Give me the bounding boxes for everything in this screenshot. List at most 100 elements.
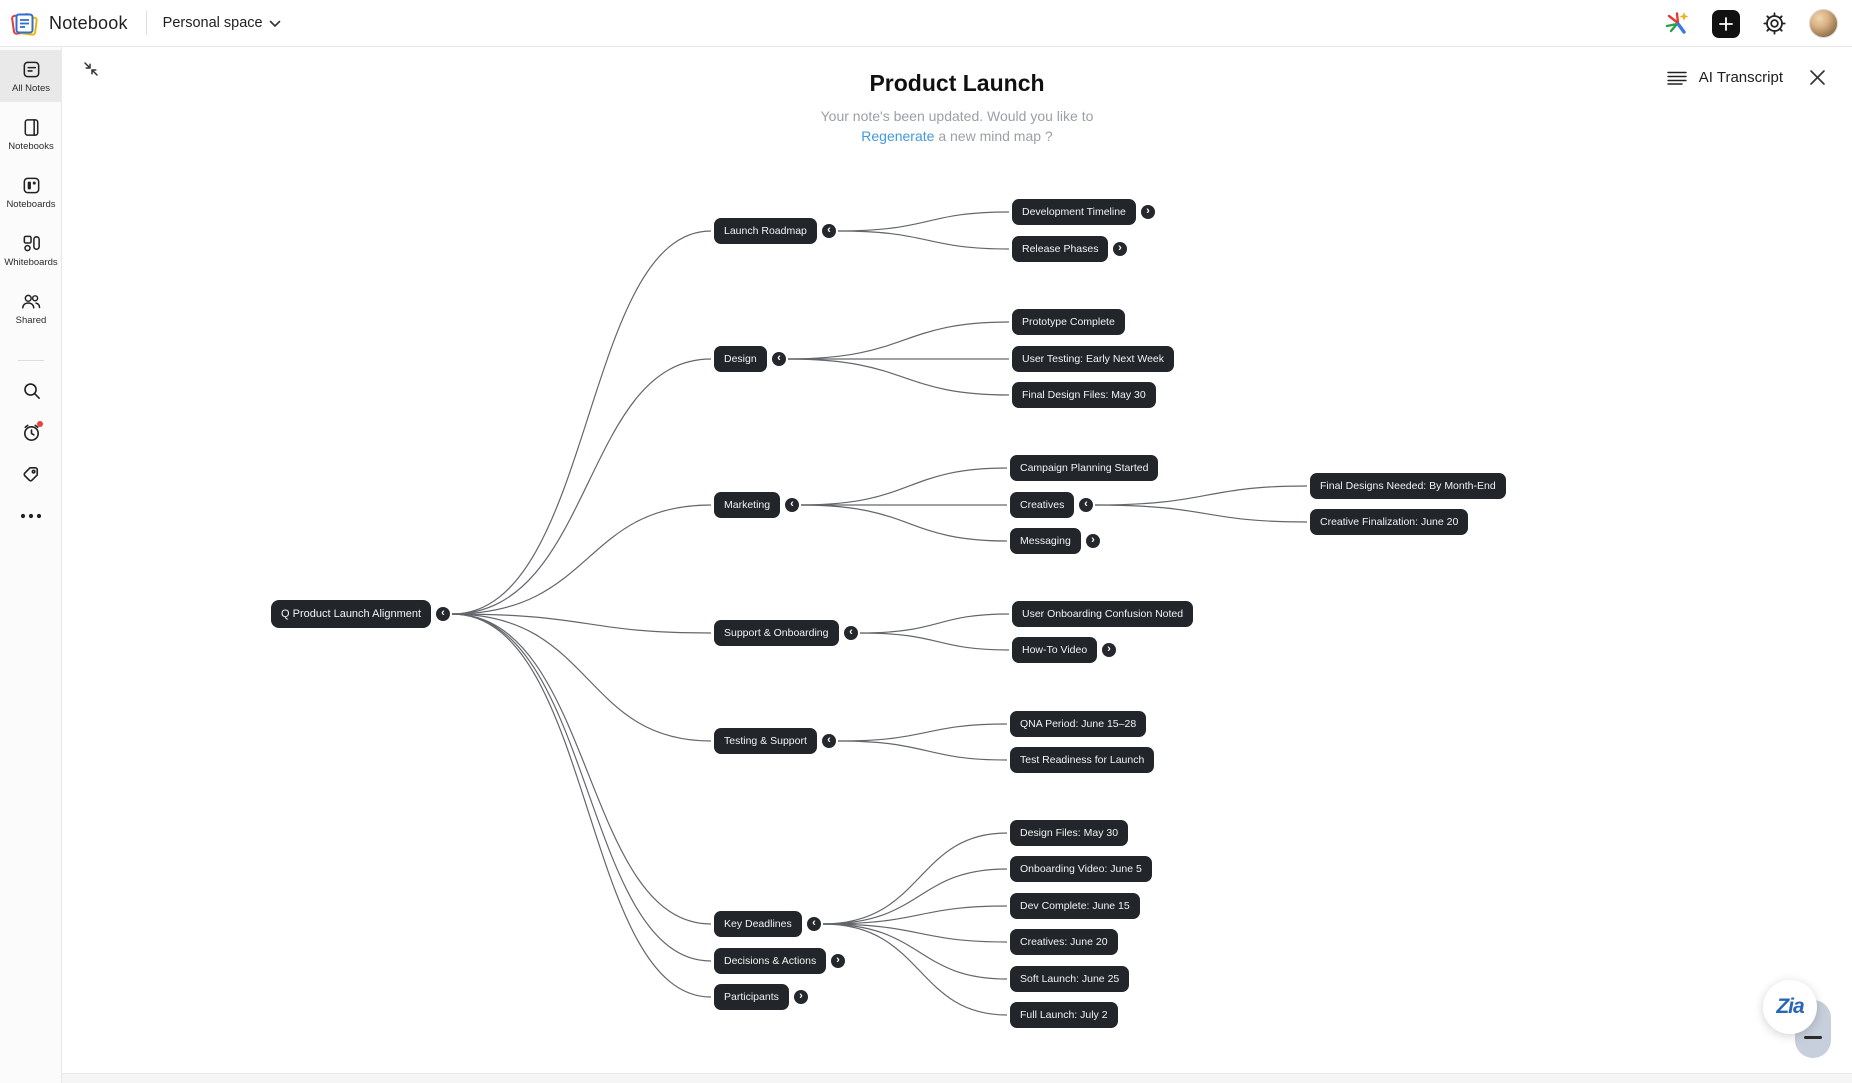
mindmap-edge [451, 613, 712, 962]
mindmap-edge [787, 321, 1010, 360]
zia-assistant-button[interactable]: Zia [1763, 980, 1817, 1034]
mindmap-node[interactable]: Messaging [1010, 528, 1081, 554]
regenerate-link[interactable]: Regenerate [861, 128, 935, 144]
mindmap-edge [451, 504, 712, 615]
mindmap-edge [837, 740, 1008, 761]
mindmap-node[interactable]: Development Timeline [1012, 199, 1136, 225]
sidebar-divider [17, 360, 44, 361]
more-button[interactable] [0, 495, 62, 537]
book-icon [24, 118, 38, 136]
sidebar-item-label: Notebooks [8, 140, 54, 152]
mindmap-node[interactable]: Final Design Files: May 30 [1012, 382, 1156, 408]
topbar-divider [145, 11, 147, 35]
collapse-branch-button[interactable]: ‹ [1079, 498, 1093, 512]
horizontal-scrollbar[interactable] [62, 1073, 1852, 1083]
sidebar: All Notes Notebooks Noteboards Whiteboar… [0, 47, 62, 1083]
mindmap-node[interactable]: Creative Finalization: June 20 [1310, 509, 1469, 535]
close-icon[interactable] [1809, 69, 1826, 86]
mindmap-edge [800, 504, 1008, 542]
mindmap-edge [859, 613, 1010, 634]
collapse-view-button[interactable] [82, 60, 100, 78]
mindmap-node[interactable]: Decisions & Actions [714, 948, 827, 974]
workspace-name: Personal space [162, 15, 263, 31]
mindmap-node[interactable]: How-To Video [1012, 637, 1098, 663]
add-new-button[interactable] [1712, 9, 1740, 38]
ai-transcript-button[interactable]: AI Transcript [1698, 69, 1783, 86]
expand-branch-button[interactable]: › [831, 954, 845, 968]
plus-icon [1719, 16, 1733, 31]
mindmap-node[interactable]: User Testing: Early Next Week [1012, 346, 1174, 372]
collapse-branch-button[interactable]: ‹ [785, 498, 799, 512]
notebook-logo-icon [10, 9, 39, 38]
mindmap-edge [787, 358, 1010, 396]
people-icon [22, 294, 41, 309]
mindmap-node[interactable]: Prototype Complete [1012, 309, 1125, 335]
mindmap-node[interactable]: Full Launch: July 2 [1010, 1002, 1118, 1028]
mindmap-edge [837, 723, 1008, 742]
mindmap-node[interactable]: QNA Period: June 15–28 [1010, 711, 1147, 737]
mindmap-node[interactable]: Key Deadlines [714, 911, 802, 937]
minimize-icon [1804, 1036, 1822, 1039]
mindmap-edge [451, 613, 712, 925]
mindmap-node[interactable]: Testing & Support [714, 728, 817, 754]
mindmap-node[interactable]: Marketing [714, 492, 781, 518]
expand-branch-button[interactable]: › [1141, 205, 1155, 219]
kanban-board-icon [23, 177, 39, 193]
settings-gear-icon[interactable] [1762, 11, 1787, 36]
reminder-badge [37, 421, 43, 427]
mindmap-node[interactable]: Support & Onboarding [714, 620, 839, 646]
mindmap-node[interactable]: Campaign Planning Started [1010, 455, 1159, 481]
mindmap-node[interactable]: Creatives: June 20 [1010, 929, 1118, 955]
mindmap-node[interactable]: Launch Roadmap [714, 218, 817, 244]
mindmap-canvas: Product Launch Your note's been updated.… [62, 47, 1852, 1083]
reminders-button[interactable] [0, 411, 62, 453]
page-title: Product Launch [869, 70, 1045, 96]
collapse-branch-button[interactable]: ‹ [844, 626, 858, 640]
mindmap-node[interactable]: Final Designs Needed: By Month-End [1310, 473, 1506, 499]
mindmap-node[interactable]: Design Files: May 30 [1010, 820, 1129, 846]
sidebar-item-notebooks[interactable]: Notebooks [0, 108, 62, 160]
expand-branch-button[interactable]: › [1086, 534, 1100, 548]
search-icon [23, 382, 40, 399]
compress-arrows-icon [84, 62, 98, 76]
workspace-switcher[interactable]: Personal space [163, 15, 281, 31]
mindmap-node[interactable]: Test Readiness for Launch [1010, 747, 1155, 773]
collapse-branch-button[interactable]: ‹ [807, 917, 821, 931]
sidebar-item-shared[interactable]: Shared [0, 282, 62, 334]
search-button[interactable] [0, 369, 62, 411]
mindmap-node[interactable]: Soft Launch: June 25 [1010, 966, 1130, 992]
mindmap-node[interactable]: Dev Complete: June 15 [1010, 893, 1140, 919]
more-dots-icon [20, 513, 42, 519]
collapse-branch-button[interactable]: ‹ [436, 607, 450, 621]
collapse-branch-button[interactable]: ‹ [822, 224, 836, 238]
sidebar-item-noteboards[interactable]: Noteboards [0, 166, 62, 218]
update-message: Your note's been updated. Would you like… [820, 108, 1094, 144]
mindmap-node[interactable]: Release Phases [1012, 236, 1109, 262]
mindmap-edge [451, 613, 712, 742]
mindmap-edge [451, 613, 712, 998]
mindmap-node[interactable]: Design [714, 346, 767, 372]
tags-button[interactable] [0, 453, 62, 495]
sidebar-item-all-notes[interactable]: All Notes [0, 50, 62, 102]
expand-branch-button[interactable]: › [1102, 643, 1116, 657]
collapse-branch-button[interactable]: ‹ [772, 352, 786, 366]
mindmap-node[interactable]: Creatives [1010, 492, 1075, 518]
user-avatar[interactable] [1809, 9, 1838, 38]
app-top-bar: Notebook Personal space [0, 0, 1852, 47]
mindmap-node[interactable]: Participants [714, 984, 789, 1010]
mindmap-edge [837, 211, 1010, 232]
mindmap-edge [859, 632, 1010, 651]
expand-branch-button[interactable]: › [794, 990, 808, 1004]
mindmap-edge [822, 832, 1008, 925]
mindmap-node[interactable]: Q Product Launch Alignment [271, 600, 432, 628]
sidebar-item-label: Whiteboards [4, 256, 58, 268]
expand-branch-button[interactable]: › [1113, 242, 1127, 256]
sidebar-item-whiteboards[interactable]: Whiteboards [0, 224, 62, 276]
mindmap-node[interactable]: User Onboarding Confusion Noted [1012, 601, 1194, 627]
transcript-lines-icon[interactable] [1667, 70, 1687, 86]
mindmap-node[interactable]: Onboarding Video: June 5 [1010, 856, 1152, 882]
collapse-branch-button[interactable]: ‹ [822, 734, 836, 748]
mindmap-edge [822, 868, 1008, 925]
zia-sparkle-icon[interactable] [1662, 10, 1690, 38]
mindmap-edge [1094, 485, 1308, 506]
